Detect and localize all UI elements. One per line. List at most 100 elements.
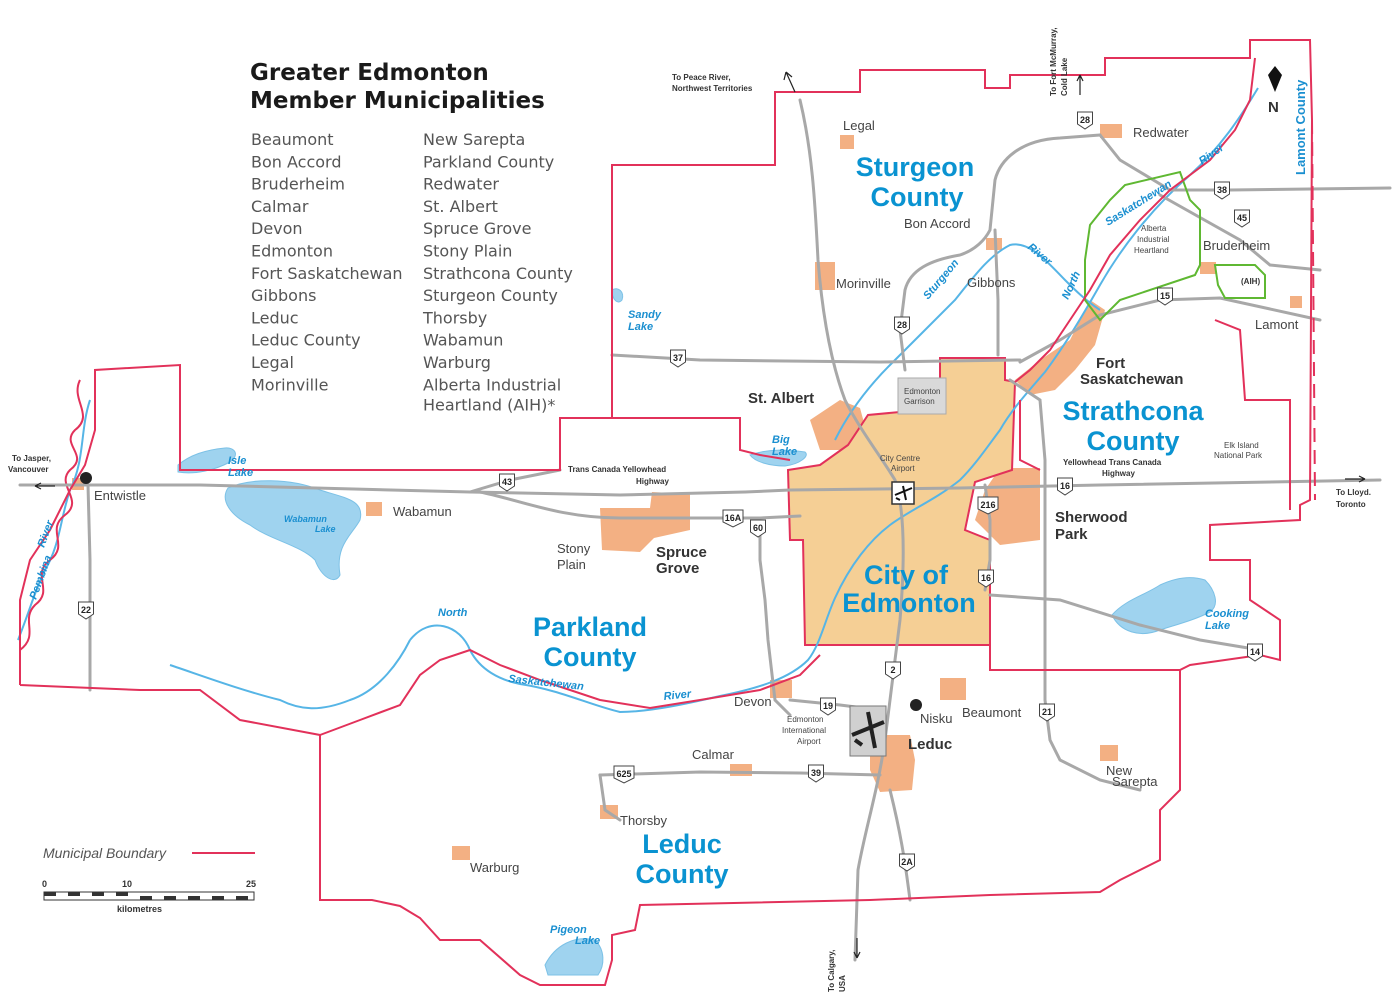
isle-lake: [177, 447, 236, 474]
yellowhead-tc-2: Highway: [1102, 469, 1135, 478]
municipality-list-item: Strathcona County: [423, 264, 573, 283]
tc-yellowhead-1: Trans Canada Yellowhead: [568, 465, 666, 474]
lamont-county-boundary: [1311, 119, 1316, 501]
city-label-edmonton-2: Edmonton: [842, 588, 975, 618]
elk-island-1: Elk Island: [1224, 441, 1259, 450]
highway-shield-number: 16A: [725, 513, 742, 523]
cooking-lake-1: Cooking: [1205, 608, 1249, 620]
to-peace-1: To Peace River,: [672, 73, 731, 82]
pembina-label: Pembina: [28, 554, 55, 601]
pembina-river: [17, 399, 91, 641]
entwistle-dot: [80, 472, 92, 484]
intl-airport-2: International: [782, 726, 826, 735]
town-gibbons: Gibbons: [967, 275, 1016, 290]
edmonton-garrison-area: [897, 377, 947, 415]
to-calgary-1: To Calgary,: [827, 950, 836, 992]
map-subtitle: Member Municipalities: [250, 88, 545, 114]
town-fort-sask-1: Fort: [1096, 355, 1125, 372]
highway-shield-number: 37: [673, 353, 683, 363]
highway-shield-number: 60: [753, 523, 763, 533]
highway-shield: [750, 519, 766, 538]
town-sherwood-1: Sherwood: [1055, 509, 1128, 526]
highway-shield: [978, 569, 994, 588]
town-labels: Legal Redwater Bon Accord Bruderheim Mor…: [94, 118, 1299, 875]
highway-shield-number: 2: [890, 665, 895, 675]
to-calgary-2: USA: [838, 975, 847, 992]
highway-shield-number: 28: [1080, 115, 1090, 125]
municipality-list-item: Bruderheim: [251, 175, 345, 194]
urban-redwater: [1100, 124, 1122, 138]
municipality-list-item: Leduc: [251, 308, 299, 327]
scale-10: 10: [122, 879, 132, 889]
highway-28a: [993, 228, 1000, 357]
urban-calmar: [730, 764, 752, 776]
wabamun-lake-2: Lake: [315, 524, 336, 534]
municipality-list-item: Sturgeon County: [423, 286, 558, 305]
highway-shield: [670, 349, 686, 368]
town-nisku: Nisku: [920, 711, 953, 726]
county-label-sturgeon-2: County: [871, 182, 964, 212]
town-leduc: Leduc: [908, 736, 952, 753]
parkland-leduc-divider: [319, 648, 821, 736]
place-labels: Edmonton Garrison City Centre Airport Ed…: [568, 224, 1263, 746]
town-stony-1: Stony: [557, 541, 591, 556]
town-aih: (AIH): [1241, 277, 1260, 286]
municipality-list-item: Morinville: [251, 375, 328, 394]
urban-lamont: [1290, 296, 1302, 308]
highway-shield-number: 43: [502, 477, 512, 487]
county-label-lamont: Lamont County: [1293, 79, 1308, 175]
town-morinville: Morinville: [836, 276, 891, 291]
pigeon-lake: [544, 938, 604, 976]
municipality-list-item: Beaumont: [251, 130, 334, 149]
highway-shield: [1077, 111, 1093, 130]
town-legal: Legal: [843, 118, 875, 133]
urban-legal: [840, 135, 854, 149]
urban-fort-sask: [1015, 300, 1105, 395]
big-lake-2: Lake: [772, 446, 797, 458]
urban-bruderheim: [1200, 262, 1216, 274]
county-label-sturgeon-1: Sturgeon: [856, 152, 975, 182]
to-lloyd-2: Toronto: [1336, 500, 1366, 509]
highway-shield: [899, 853, 915, 872]
highway-shield: [722, 509, 744, 528]
sandy-lake-2: Lake: [628, 321, 653, 333]
isle-lake-2: Lake: [228, 467, 253, 479]
county-label-parkland-1: Parkland: [533, 612, 647, 642]
town-new-sarepta-2: Sarepta: [1112, 774, 1158, 789]
cooking-lake: [1111, 577, 1216, 634]
highway-shield: [613, 765, 635, 784]
highway-37: [610, 353, 1022, 364]
town-thorsby: Thorsby: [620, 813, 667, 828]
urban-beaumont: [940, 678, 966, 700]
pigeon-lake-2: Lake: [575, 935, 600, 947]
municipality-list-item: Legal: [251, 353, 294, 372]
municipal-boundaries: [19, 39, 1314, 986]
municipality-list-item: Heartland (AIH)*: [423, 396, 555, 415]
strathcona-inner: [1019, 400, 1041, 471]
town-st-albert: St. Albert: [748, 390, 814, 407]
sturgeon-river: [834, 243, 1101, 441]
highway-shield-number: 15: [1160, 291, 1170, 301]
highway-28: [898, 133, 1102, 372]
highway-shield: [1234, 209, 1250, 228]
highway-shield-number: 14: [1250, 647, 1260, 657]
wabamun-lake: [224, 480, 362, 580]
garrison-1: Edmonton: [904, 387, 940, 396]
aih-label-3: Heartland: [1134, 246, 1169, 255]
ne-north-label: North: [1060, 269, 1083, 301]
scale-unit: kilometres: [117, 904, 162, 914]
alberta-industrial-heartland-boundary: [1084, 170, 1266, 322]
highway-shield: [499, 473, 515, 492]
pigeon-lake-1: Pigeon: [550, 924, 587, 936]
urban-wabamun: [366, 502, 382, 516]
highway-shield: [1157, 287, 1173, 306]
highway-shield-number: 21: [1042, 707, 1052, 717]
highway-16a: [478, 490, 802, 520]
to-mcmurray-2: Cold Lake: [1060, 57, 1069, 96]
highway-shield-number: 38: [1217, 185, 1227, 195]
elk-island-2: National Park: [1214, 451, 1263, 460]
town-lamont: Lamont: [1255, 317, 1299, 332]
municipality-list-item: Bon Accord: [251, 152, 342, 171]
tc-yellowhead-2: Highway: [636, 477, 669, 486]
highway-38: [1098, 133, 1392, 192]
